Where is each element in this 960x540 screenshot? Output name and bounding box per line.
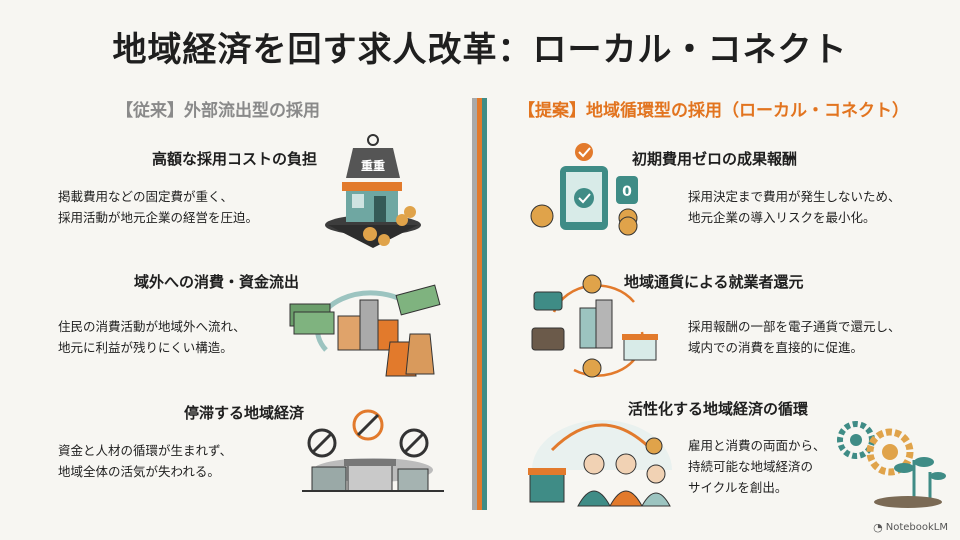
right-item-1-title: 初期費用ゼロの成果報酬 [632,150,798,168]
right-item-3-title: 活性化する地域経済の循環 [628,400,809,418]
left-item-1-desc: 掲載費用などの固定費が重く、 採用活動が地元企業の経営を圧迫。 [58,189,259,225]
center-divider [472,98,488,510]
left-column-heading: 【従来】外部流出型の採用 [116,101,320,121]
community-people-icon [528,420,672,507]
weighted-shop-icon: 重重 [325,134,421,248]
right-item-1-desc: 採用決定まで費用が発生しないため、 地元企業の導入リスクを最小化。 [688,189,901,225]
right-column-heading: 【提案】地域循環型の採用（ローカル・コネクト） [518,101,909,121]
money-outflow-icon [289,284,441,377]
left-item-3-title: 停滞する地域経済 [184,404,305,422]
left-item-3-desc: 資金と人材の循環が生まれず、 地域全体の活気が失われる。 [58,443,233,479]
zero-fee-phone-icon: 0 [530,143,638,236]
weight-label: 重重 [361,158,385,173]
growth-gears-icon [837,421,946,508]
stagnant-town-icon [302,409,444,492]
notebook-logo-icon: ◔ [873,521,883,534]
left-item-2-title: 域外への消費・資金流出 [134,273,300,291]
left-item-2-desc: 住民の消費活動が地域外へ流れ、 地元に利益が残りにくい構造。 [58,319,246,355]
right-item-3-desc: 雇用と消費の両面から、 持続可能な地域経済の サイクルを創出。 [688,438,826,495]
page-title: 地域経済を回す求人改革：ローカル・コネクト [112,30,848,70]
local-currency-cycle-icon [531,274,658,378]
right-item-2-title: 地域通貨による就業者還元 [624,273,804,291]
brand-watermark: ◔ NotebookLM [873,521,948,534]
right-item-2-desc: 採用報酬の一部を電子通貨で還元し、 域内での消費を直接的に促進。 [688,319,901,355]
left-item-1-title: 高額な採用コストの負担 [152,150,318,168]
zero-label: 0 [622,184,632,200]
